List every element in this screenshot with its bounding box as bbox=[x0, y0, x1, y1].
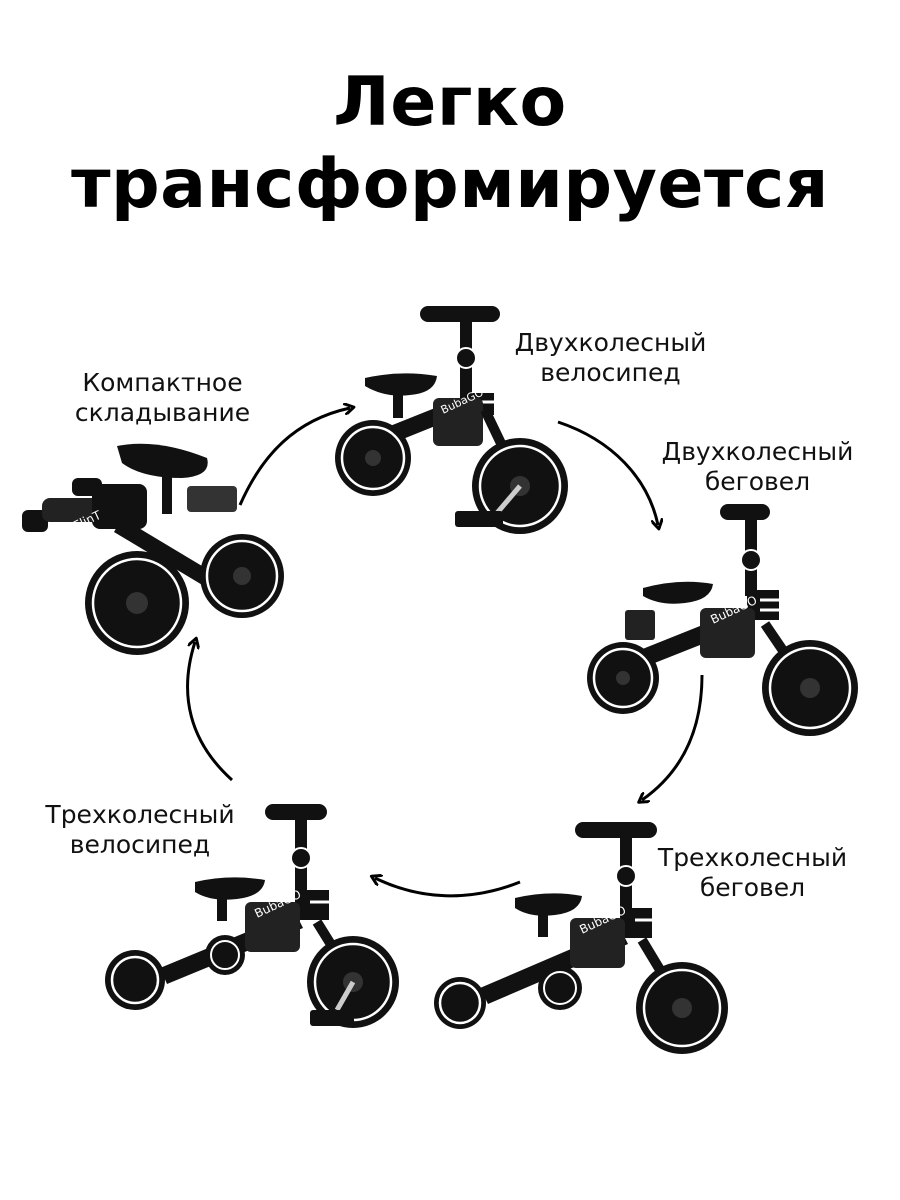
label-line: Двухколесный bbox=[661, 437, 854, 466]
balance-bike-icon: BubaGO bbox=[335, 306, 568, 534]
label-line: Трехколесный bbox=[45, 800, 235, 829]
balance-bike-icon: FlinT bbox=[22, 443, 284, 655]
bike-compact-fold: FlinT bbox=[22, 438, 292, 662]
bike-two-wheel-pedal: BubaGO bbox=[325, 298, 575, 547]
label-three-wheel-bike: Трехколесный велосипед bbox=[25, 800, 255, 860]
arrow-5-icon bbox=[186, 642, 234, 782]
label-three-wheel-balance: Трехколесный беговел bbox=[640, 843, 865, 903]
label-line: Двухколесный bbox=[514, 328, 707, 357]
balance-bike-icon: BubaGO bbox=[105, 804, 399, 1028]
bike-two-wheel-balance: BubaGO bbox=[585, 500, 865, 744]
title-line-1: Легко bbox=[333, 63, 567, 142]
label-line: беговел bbox=[699, 873, 806, 902]
label-line: беговел bbox=[704, 467, 811, 496]
label-line: складывание bbox=[74, 398, 251, 427]
label-line: Трехколесный bbox=[657, 843, 848, 872]
bike-three-wheel-balance: BubaGO bbox=[430, 818, 740, 1062]
bike-three-wheel-pedal: BubaGO bbox=[105, 800, 415, 1049]
title-line-2: трансформируется bbox=[71, 145, 829, 224]
label-compact-fold: Компактное складывание bbox=[50, 368, 275, 428]
label-two-wheel-bike: Двухколесный велосипед bbox=[498, 328, 723, 388]
balance-bike-icon: BubaGO bbox=[434, 822, 728, 1054]
label-line: велосипед bbox=[69, 830, 211, 859]
label-line: велосипед bbox=[540, 358, 681, 387]
label-two-wheel-balance: Двухколесный беговел bbox=[645, 437, 870, 497]
label-line: Компактное bbox=[82, 368, 243, 397]
balance-bike-icon: BubaGO bbox=[587, 504, 858, 736]
page-title: Легко трансформируется bbox=[0, 62, 900, 226]
